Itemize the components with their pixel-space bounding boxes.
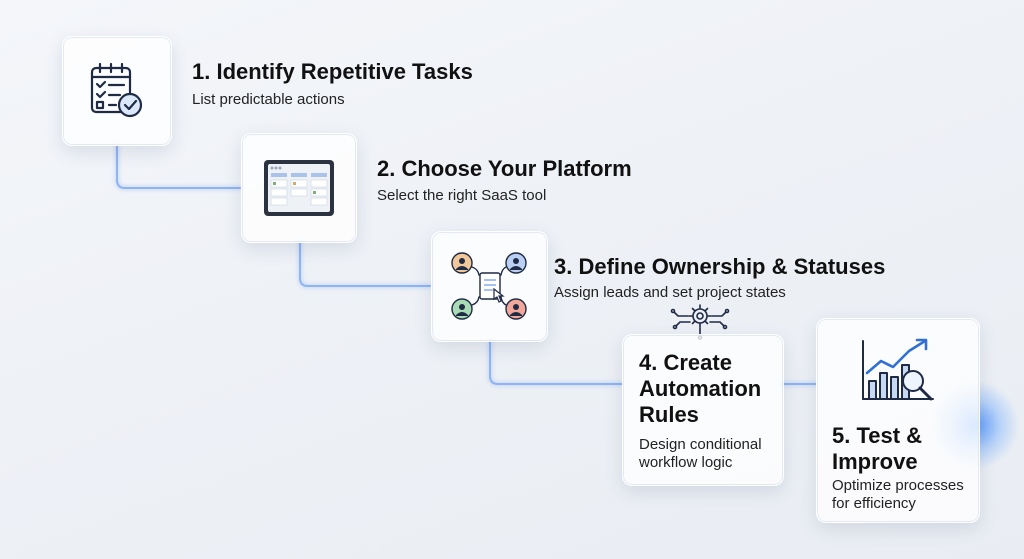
step-5-title-line: Improve (832, 449, 918, 474)
step-5-card: 5. Test & Improve Optimize processes for… (816, 318, 980, 523)
connector-3-4 (489, 339, 623, 385)
step-5-title: 5. Test & Improve (832, 423, 922, 475)
step-1-icon-card (62, 36, 172, 146)
growth-chart-magnifier-icon (862, 338, 934, 401)
step-5-desc-line: for efficiency (832, 495, 916, 512)
step-2-description: Select the right SaaS tool (377, 187, 547, 204)
connector-2-3 (299, 241, 431, 287)
step-5-description: Optimize processes for efficiency (832, 477, 964, 513)
step-4-title: 4. Create Automation Rules (639, 350, 761, 428)
step-5-desc-line: Optimize processes (832, 477, 964, 494)
step-2-title: 2. Choose Your Platform (377, 156, 632, 181)
team-document-icon (450, 251, 527, 320)
step-1-title: 1. Identify Repetitive Tasks (192, 59, 473, 84)
step-3-description: Assign leads and set project states (554, 284, 786, 301)
step-3-icon-card (431, 231, 548, 342)
step-4-title-line: 4. Create (639, 350, 732, 375)
step-4-desc-line: Design conditional (639, 436, 762, 453)
step-4-title-line: Rules (639, 402, 699, 427)
checklist-icon (90, 62, 143, 118)
step-2-icon-card (241, 133, 357, 243)
step-4-card: 4. Create Automation Rules Design condit… (622, 334, 784, 486)
step-3-title: 3. Define Ownership & Statuses (554, 254, 886, 279)
step-4-description: Design conditional workflow logic (639, 436, 762, 472)
step-1-description: List predictable actions (192, 91, 345, 108)
step-4-desc-line: workflow logic (639, 454, 733, 471)
kanban-board-icon (264, 160, 334, 216)
step-5-title-line: 5. Test & (832, 423, 923, 448)
step-4-title-line: Automation (639, 376, 762, 401)
connector-1-2 (116, 145, 241, 189)
